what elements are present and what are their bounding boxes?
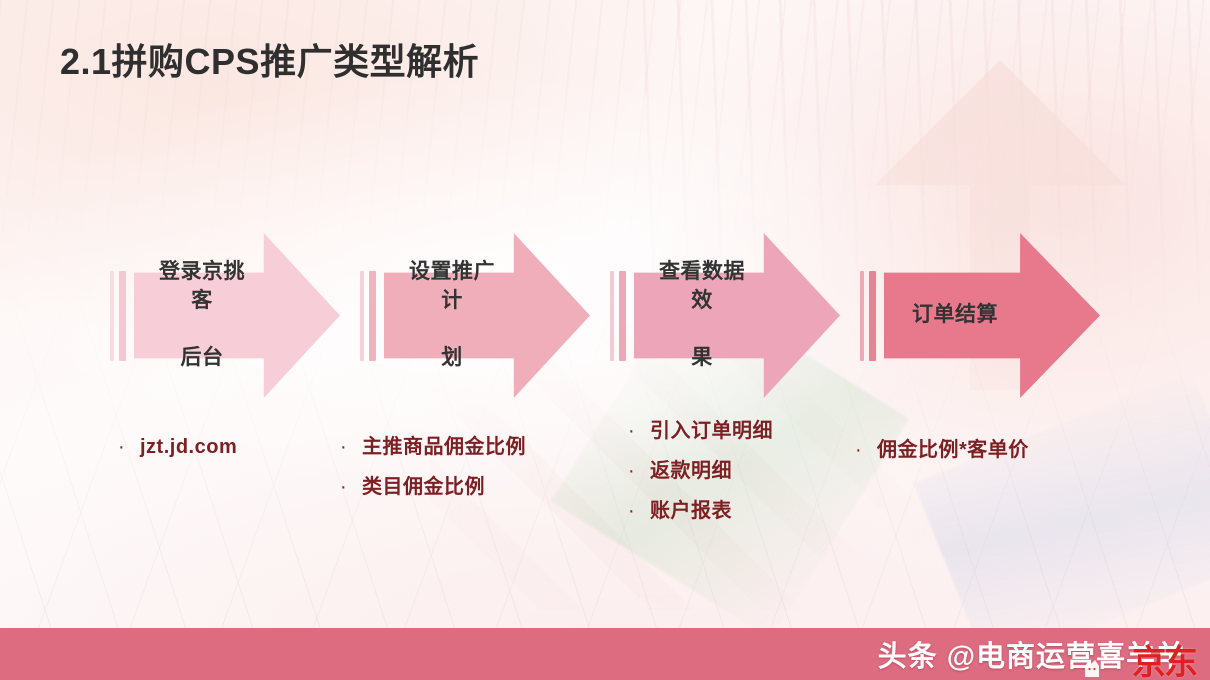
flow-step-1-accent-bars (110, 271, 130, 361)
flow-step-3[interactable]: 查看数据效 果 (610, 233, 840, 398)
bullet-dot-icon: · (628, 420, 635, 442)
flow-step-4-line1: 订单结算 (912, 303, 998, 327)
list-item: · 主推商品佣金比例 (340, 434, 526, 460)
process-flow: 登录京挑客 后台 设置推广计 划 (0, 233, 1210, 398)
bullet-column-2: · 主推商品佣金比例 · 类目佣金比例 (340, 434, 526, 514)
flow-step-1-label: 登录京挑客 后台 (134, 233, 340, 398)
list-item: · 引入订单明细 (628, 418, 773, 444)
bullet-column-4: · 佣金比例*客单价 (855, 437, 1029, 477)
slide-title: 2.1拼购CPS推广类型解析 (60, 41, 480, 82)
bullet-column-1: · jzt.jd.com (118, 434, 237, 474)
flow-step-1-line1: 登录京挑客 (159, 259, 245, 312)
bullet-label: jzt.jd.com (140, 436, 238, 458)
list-item: · 账户报表 (628, 498, 773, 524)
accent-bar-thick (119, 271, 126, 361)
flow-step-4[interactable]: 订单结算 (860, 233, 1100, 398)
bullet-label: 主推商品佣金比例 (362, 436, 526, 458)
list-item: · 返款明细 (628, 458, 773, 484)
bullet-dot-icon: · (118, 436, 125, 458)
accent-bar-thin (860, 271, 864, 361)
flow-step-4-label: 订单结算 (884, 233, 1100, 398)
bullet-label: 类目佣金比例 (362, 476, 485, 498)
flow-step-1-line2: 后台 (180, 346, 224, 370)
bullet-label: 佣金比例*客单价 (877, 439, 1029, 461)
flow-step-3-label: 查看数据效 果 (634, 233, 840, 398)
flow-step-2-label: 设置推广计 划 (384, 233, 590, 398)
accent-bar-thin (110, 271, 114, 361)
accent-bar-thick (869, 271, 876, 361)
bullet-column-3: · 引入订单明细 · 返款明细 · 账户报表 (628, 418, 773, 538)
jd-dog-mascot-icon (1085, 660, 1099, 677)
accent-bar-thin (610, 271, 614, 361)
list-item: · jzt.jd.com (118, 434, 237, 460)
bullet-dot-icon: · (855, 439, 862, 461)
accent-bar-thick (619, 271, 626, 361)
flow-step-2-line2: 划 (441, 346, 463, 370)
footer-bar: 头条 @电商运营喜羊羊 京东 (0, 628, 1210, 680)
accent-bar-thin (360, 271, 364, 361)
bullet-dot-icon: · (340, 476, 347, 498)
list-item: · 类目佣金比例 (340, 474, 526, 500)
flow-step-2-line1: 设置推广计 (409, 259, 495, 312)
flow-step-2-accent-bars (360, 271, 380, 361)
bullet-label: 引入订单明细 (650, 420, 773, 442)
bullet-label: 返款明细 (650, 460, 732, 482)
bullet-label: 账户报表 (650, 500, 732, 522)
list-item: · 佣金比例*客单价 (855, 437, 1029, 463)
bullet-dot-icon: · (340, 436, 347, 458)
bullet-dot-icon: · (628, 460, 635, 482)
flow-step-4-accent-bars (860, 271, 880, 361)
bullet-dot-icon: · (628, 500, 635, 522)
flow-step-1[interactable]: 登录京挑客 后台 (110, 233, 340, 398)
accent-bar-thick (369, 271, 376, 361)
flow-step-3-accent-bars (610, 271, 630, 361)
footer-watermark-text: 头条 @电商运营喜羊羊 (877, 641, 1186, 673)
jd-logo-text: 京东 (1132, 644, 1198, 680)
flow-step-3-line1: 查看数据效 (659, 259, 745, 312)
flow-step-3-line2: 果 (691, 346, 713, 370)
flow-step-2[interactable]: 设置推广计 划 (360, 233, 590, 398)
